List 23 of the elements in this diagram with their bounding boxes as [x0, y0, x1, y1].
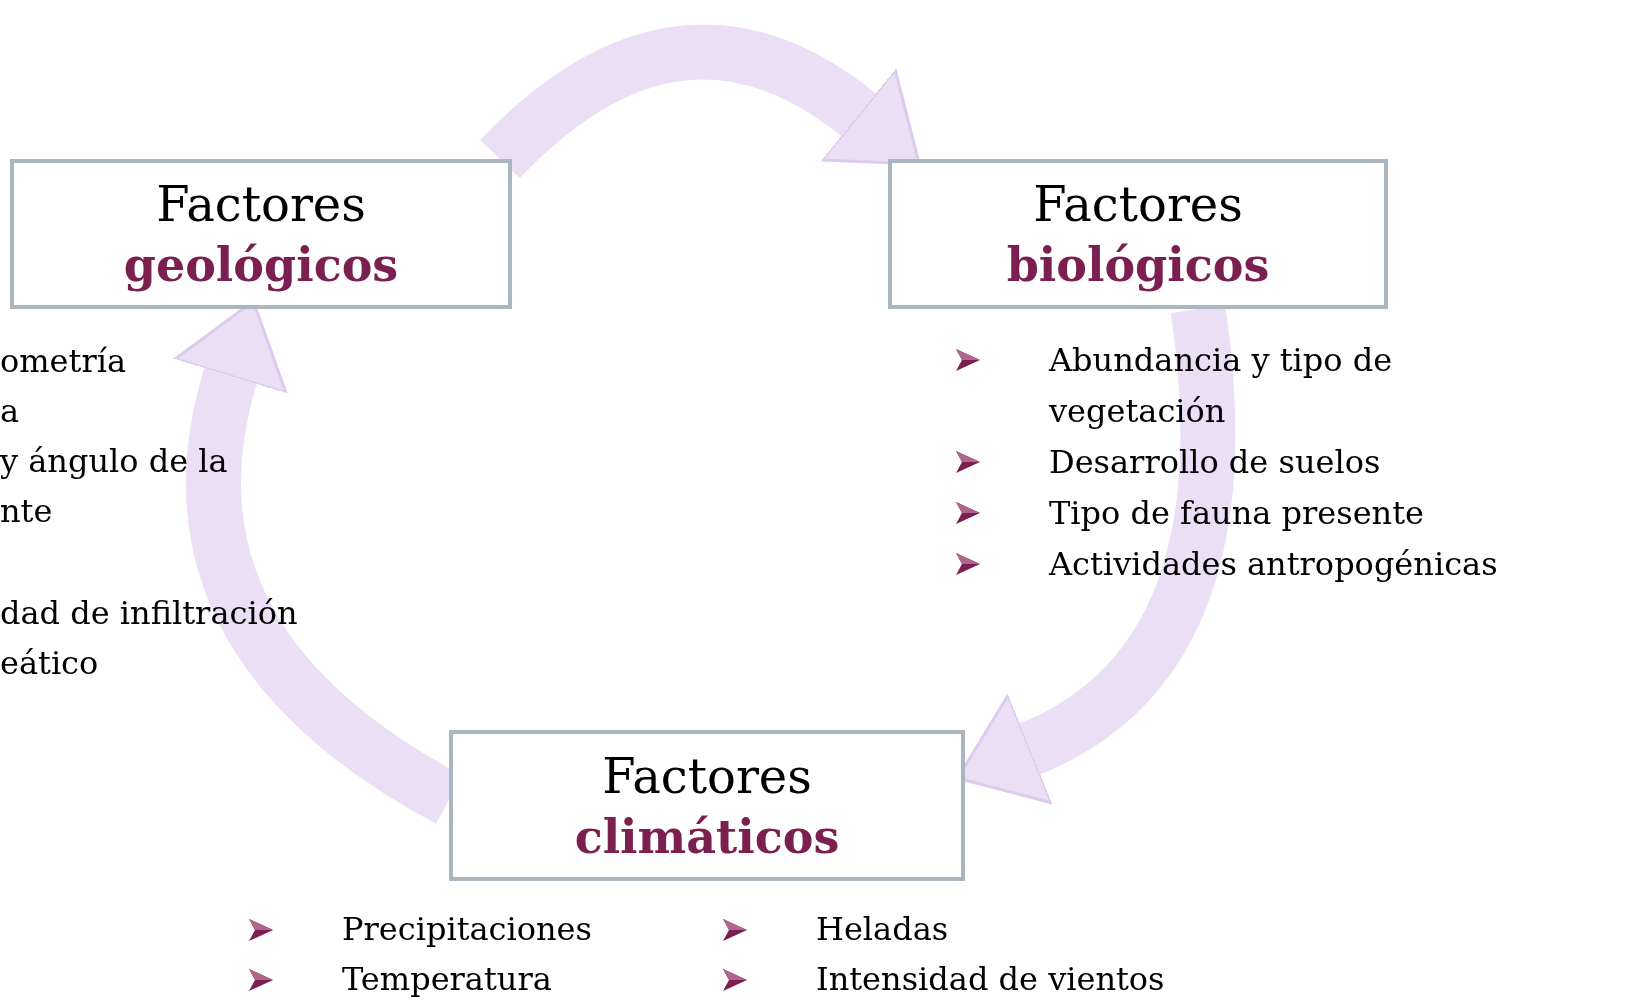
list-item-text: dad de infiltración — [0, 593, 298, 634]
box-subtitle: geológicos — [123, 237, 399, 294]
list-item-text: y ángulo de la — [0, 441, 228, 482]
list-item-text: Desarrollo de suelos — [1049, 442, 1381, 483]
box-title: Factores — [156, 175, 366, 234]
factor-box — [888, 159, 1388, 309]
list-item-text: nte — [0, 491, 53, 532]
factor-box — [10, 159, 512, 309]
list-item-text: Temperatura — [342, 959, 552, 1000]
box-subtitle: biológicos — [1006, 237, 1270, 294]
list-item-text: ometría — [0, 341, 126, 382]
factor-box — [449, 730, 965, 881]
list-item-text: Abundancia y tipo de vegetación — [1049, 340, 1394, 432]
list-item-text: Tipo de fauna presente — [1049, 493, 1424, 534]
list-item-text: Precipitaciones — [342, 909, 592, 950]
list-item-text: Heladas — [816, 909, 949, 950]
list-item-text: eático — [0, 643, 99, 684]
box-title: Factores — [1033, 175, 1243, 234]
box-title: Factores — [602, 746, 812, 806]
box-subtitle: climáticos — [574, 808, 840, 866]
list-item-text: Intensidad de vientos — [816, 959, 1165, 1000]
list-item-text: a — [0, 391, 20, 432]
list-item-text: Actividades antropogénicas — [1049, 544, 1498, 585]
